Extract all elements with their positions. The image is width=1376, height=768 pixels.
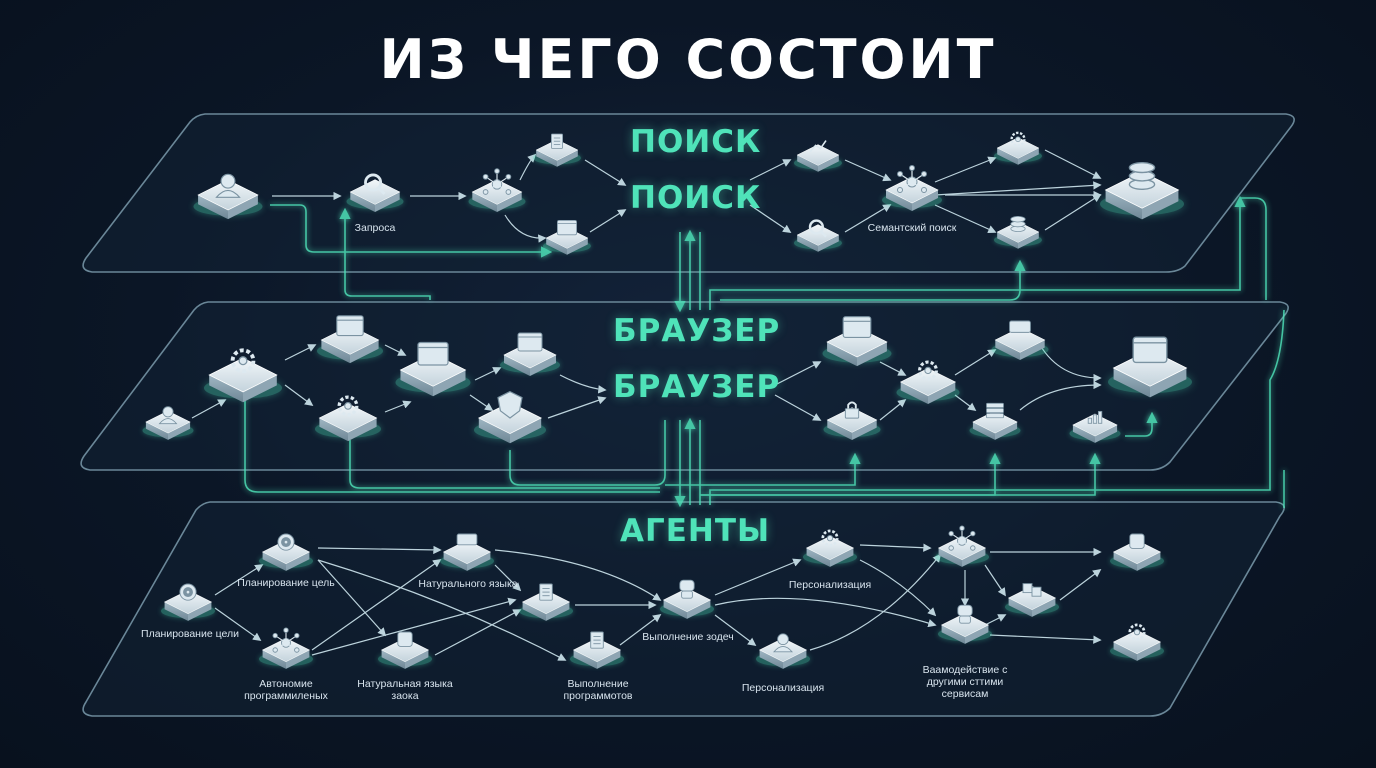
gear-icon (230, 348, 256, 374)
code-icon (1129, 533, 1145, 549)
document-icon (550, 133, 564, 149)
dashboard-icon (1132, 336, 1168, 364)
cross-layer-connectors (244, 195, 1285, 508)
robot-icon (957, 604, 973, 624)
node-agents-code_box (1110, 533, 1164, 571)
node-search-query (346, 173, 404, 212)
node-label-autonomy: Автономие программиленых (244, 678, 328, 702)
node-label-target1: Планирование цели (141, 628, 239, 640)
node-agents-chat (440, 533, 494, 571)
node-search-user (193, 173, 263, 220)
network-icon (482, 168, 512, 195)
node-browser-window (822, 316, 892, 367)
node-browser-pages (395, 341, 471, 397)
agents-layer-arrows (214, 543, 1102, 661)
layer-label-agents: АГЕНТЫ (620, 513, 771, 549)
page-title: ИЗ ЧЕГО СОСТОИТ (379, 28, 997, 91)
node-browser-gear_folder (896, 360, 960, 405)
chat-icon (1009, 320, 1031, 333)
node-search-semantic (882, 165, 942, 211)
node-search-doc (533, 133, 581, 167)
node-label-target2: Планирование цель (237, 577, 335, 589)
magnifier-icon (808, 219, 827, 238)
boxes-icon (1022, 583, 1042, 597)
node-browser-lock (823, 401, 881, 440)
node-label-personal1: Персонализация (788, 579, 872, 591)
search-layer-arrows (272, 149, 1102, 243)
network-icon (948, 525, 976, 551)
database-icon (1128, 162, 1156, 190)
node-agents-code_lang (378, 631, 432, 669)
node-search-browser_window (543, 219, 591, 255)
code-window-icon (336, 315, 364, 337)
target-icon (277, 533, 295, 551)
user-icon (215, 173, 241, 198)
node-tiles (142, 131, 1192, 669)
target-icon (179, 583, 197, 601)
node-agents-clipboard (570, 631, 624, 669)
node-browser-user (142, 406, 194, 440)
node-browser-bars (1069, 410, 1121, 443)
user-icon (773, 633, 793, 653)
browser-window-icon (556, 219, 578, 236)
node-agents-target2 (259, 533, 313, 571)
pages-icon (417, 341, 449, 366)
node-browser-cards (500, 332, 560, 376)
graph-icon (809, 140, 827, 153)
document-icon (539, 583, 553, 601)
semantic-network-icon (897, 165, 927, 193)
node-browser-gear_big (204, 348, 282, 403)
node-agents-personal2 (756, 633, 810, 669)
node-label-robot2: Ваамодействие с другими сттими сервисам (922, 664, 1008, 700)
node-agents-robot2 (938, 604, 992, 644)
node-label-robot: Выполнение зодеч (642, 631, 734, 643)
layer-label-search-1: ПОИСК (630, 124, 762, 160)
node-browser-code (317, 315, 383, 364)
node-browser-shield (474, 390, 546, 444)
node-label-clipboard: Выполнение программотов (563, 678, 633, 702)
cards-icon (517, 332, 543, 352)
chat-icon (456, 533, 478, 546)
node-agents-personal1 (803, 529, 857, 567)
node-browser-server (969, 402, 1021, 440)
user-icon (158, 406, 178, 425)
node-browser-chat_person (991, 320, 1049, 360)
node-label-semantic: Семантский поиск (867, 222, 957, 234)
node-search-graph (794, 140, 842, 172)
node-label-chat: Натурального языка (418, 578, 518, 590)
database-icon (1010, 215, 1026, 232)
code-icon (397, 631, 413, 647)
browser-window-icon (842, 316, 872, 338)
node-agents-boxes (1005, 583, 1059, 617)
node-agents-autonomy (259, 627, 313, 669)
node-search-db_big (1100, 162, 1184, 220)
gear-folder-icon (918, 360, 938, 381)
node-browser-gear_small (315, 395, 381, 442)
lock-icon (844, 401, 860, 419)
node-label-code-lang: Натуральная языка заока (357, 678, 453, 702)
node-agents-doc (519, 583, 573, 621)
layer-label-browser-2: БРАУЗЕР (613, 369, 781, 405)
node-search-db_small (994, 215, 1042, 249)
bar-chart-icon (1087, 410, 1103, 424)
shield-check-icon (497, 390, 523, 419)
node-agents-robot (660, 579, 714, 619)
node-agents-net (935, 525, 989, 567)
node-agents-target1 (161, 583, 215, 621)
layer-label-search-2: ПОИСК (630, 180, 762, 216)
clipboard-icon (590, 631, 604, 649)
node-search-magnify2 (794, 219, 842, 252)
network-icon (272, 627, 300, 653)
server-icon (986, 402, 1004, 419)
node-browser-dashboard (1108, 336, 1192, 398)
node-label-query: Запроса (354, 222, 396, 234)
node-label-personal2: Персонализация (741, 682, 825, 694)
node-search-gear (994, 131, 1042, 165)
magnifier-icon (364, 173, 386, 195)
node-search-network (468, 168, 526, 212)
layer-label-browser-1: БРАУЗЕР (613, 313, 781, 349)
robot-icon (679, 579, 695, 599)
